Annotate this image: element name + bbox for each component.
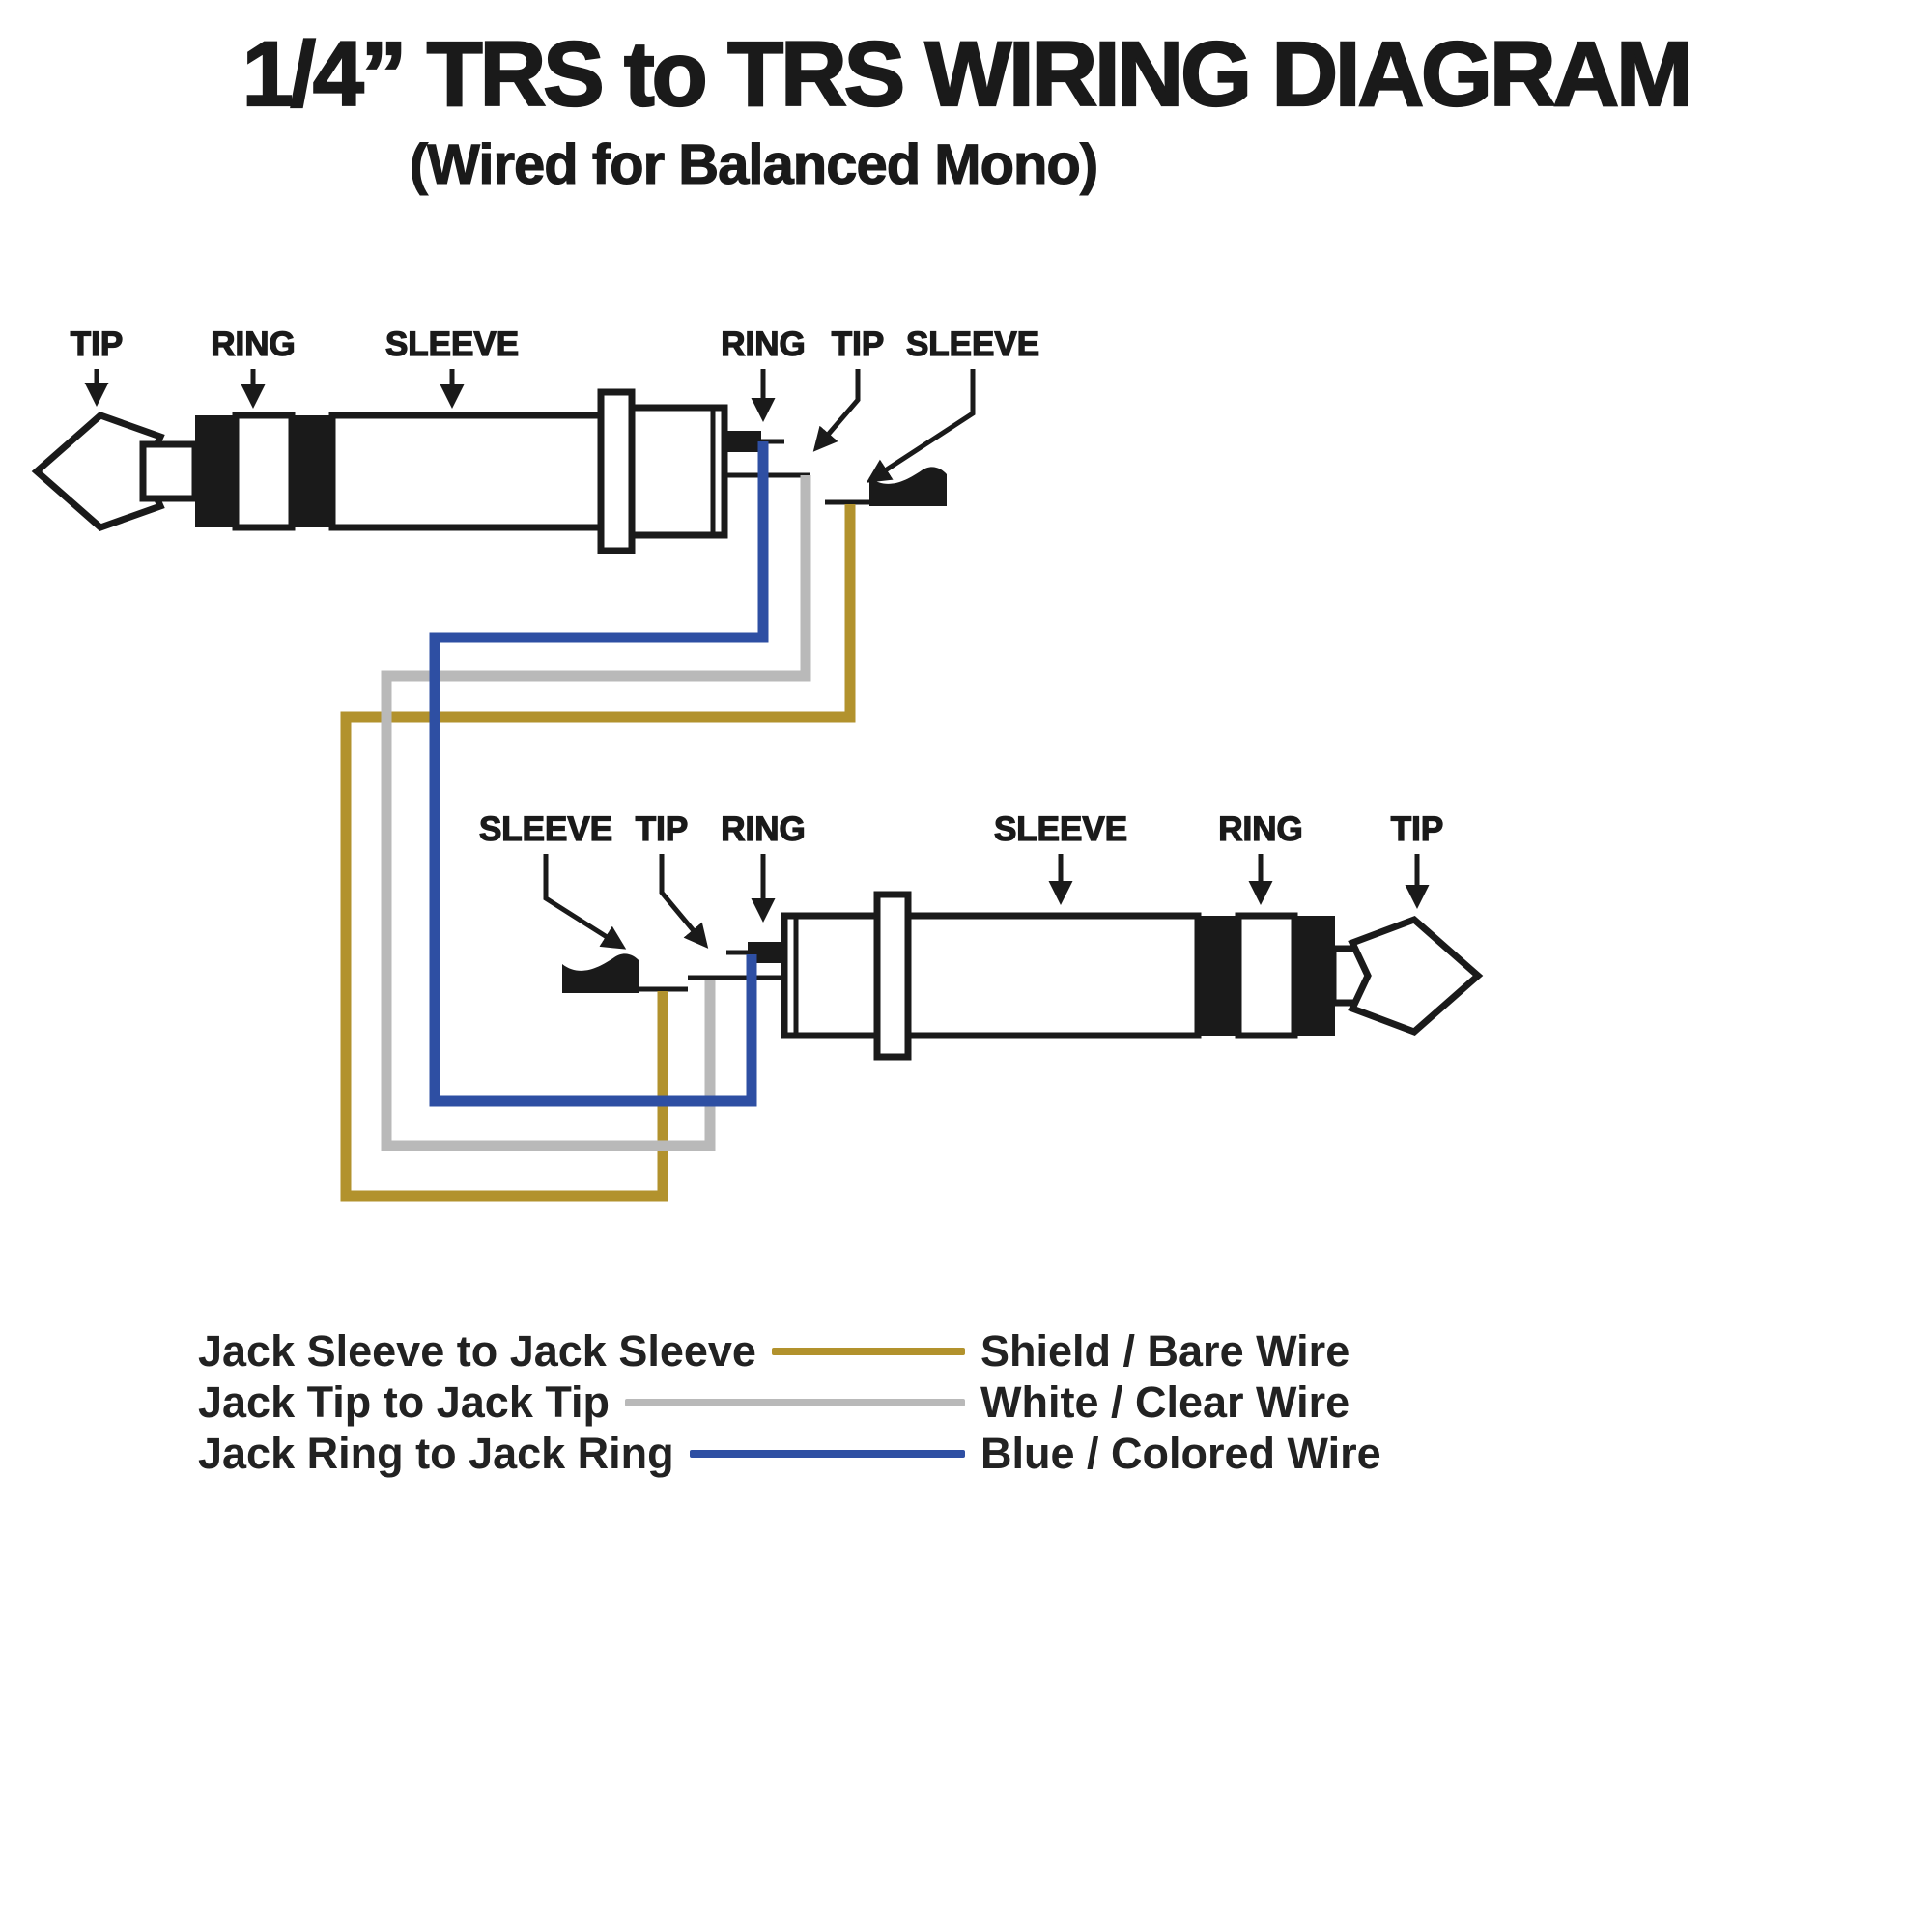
legend-wire-label: Shield / Bare Wire xyxy=(980,1325,1350,1376)
top-plug-insulator-band-2 xyxy=(292,415,332,527)
top-sleeve-part-label: SLEEVE xyxy=(385,326,519,363)
top-tip-part-label: TIP xyxy=(71,326,123,363)
legend-connection-label: Jack Tip to Jack Tip xyxy=(198,1377,611,1427)
bottom-sleeve-part-label: SLEEVE xyxy=(994,810,1127,848)
top-plug-sleeve-barrel xyxy=(328,412,605,531)
top-terminal-tip-label: TIP xyxy=(832,326,884,363)
top-plug-ring-section xyxy=(232,412,296,531)
legend-white-wire-swatch xyxy=(625,1398,965,1406)
bottom-plug-insulator-band-2 xyxy=(1198,916,1238,1036)
top-plug-insulator-band-1 xyxy=(195,415,236,527)
top-trs-plug xyxy=(31,388,947,554)
blue-wire xyxy=(429,441,769,1107)
wires xyxy=(340,441,856,1202)
bottom-plug-tip-shape xyxy=(1348,915,1484,1037)
top-ring-part-label: RING xyxy=(211,326,296,363)
legend-wire-label: White / Clear Wire xyxy=(980,1377,1350,1427)
bottom-plug-sleeve-lug xyxy=(562,953,639,993)
top-plug-labels: TIP RING SLEEVE RING TIP SLEEVE xyxy=(70,325,1040,483)
bottom-terminal-tip-arrow xyxy=(659,854,709,949)
bottom-tip-part-label: TIP xyxy=(1391,810,1443,848)
top-terminal-sleeve-arrow xyxy=(866,369,976,483)
bottom-plug-insulator-band-1 xyxy=(1294,916,1335,1036)
bottom-terminal-tip-label: TIP xyxy=(636,810,688,848)
top-plug-sleeve-lug xyxy=(869,467,947,506)
shield-wire xyxy=(340,504,856,1202)
subtitle-wrap: (Wired for Balanced Mono) xyxy=(0,132,1507,197)
bottom-trs-plug xyxy=(562,891,1484,1061)
legend-row-tip: Jack Tip to Jack Tip White / Clear Wire xyxy=(198,1377,1521,1428)
legend-connection-label: Jack Sleeve to Jack Sleeve xyxy=(198,1325,756,1376)
top-plug-neck xyxy=(139,440,199,502)
legend-shield-wire-swatch xyxy=(771,1347,965,1355)
top-terminal-tip-arrow xyxy=(812,369,861,452)
top-terminal-ring-label: RING xyxy=(721,326,806,363)
bottom-plug-sleeve-barrel xyxy=(904,912,1202,1039)
white-wire xyxy=(381,475,811,1151)
bottom-terminal-ring-label: RING xyxy=(721,810,806,848)
legend-blue-wire-swatch xyxy=(689,1449,965,1458)
legend-row-ring: Jack Ring to Jack Ring Blue / Colored Wi… xyxy=(198,1428,1521,1479)
bottom-terminal-sleeve-label: SLEEVE xyxy=(479,810,612,848)
legend-connection-label: Jack Ring to Jack Ring xyxy=(198,1428,674,1478)
bottom-plug-ring-section xyxy=(1235,912,1298,1039)
top-terminal-sleeve-label: SLEEVE xyxy=(906,326,1039,363)
page-subtitle: (Wired for Balanced Mono) xyxy=(409,132,1098,196)
top-plug-housing xyxy=(628,404,728,539)
legend-row-sleeve: Jack Sleeve to Jack Sleeve Shield / Bare… xyxy=(198,1325,1521,1377)
bottom-terminal-sleeve-arrow xyxy=(543,854,627,950)
bottom-ring-part-label: RING xyxy=(1218,810,1303,848)
bottom-plug-labels: SLEEVE TIP RING SLEEVE RING TIP xyxy=(478,810,1444,950)
header: 1/4” TRS to TRS WIRING DIAGRAM (Wired fo… xyxy=(0,23,1932,197)
top-plug-flange xyxy=(597,388,636,554)
top-plug-ring-terminal xyxy=(724,431,761,452)
bottom-plug-housing xyxy=(781,912,881,1039)
bottom-plug-flange xyxy=(873,891,912,1061)
legend: Jack Sleeve to Jack Sleeve Shield / Bare… xyxy=(198,1325,1521,1479)
legend-wire-label: Blue / Colored Wire xyxy=(980,1428,1381,1478)
page-title: 1/4” TRS to TRS WIRING DIAGRAM xyxy=(242,23,1694,126)
